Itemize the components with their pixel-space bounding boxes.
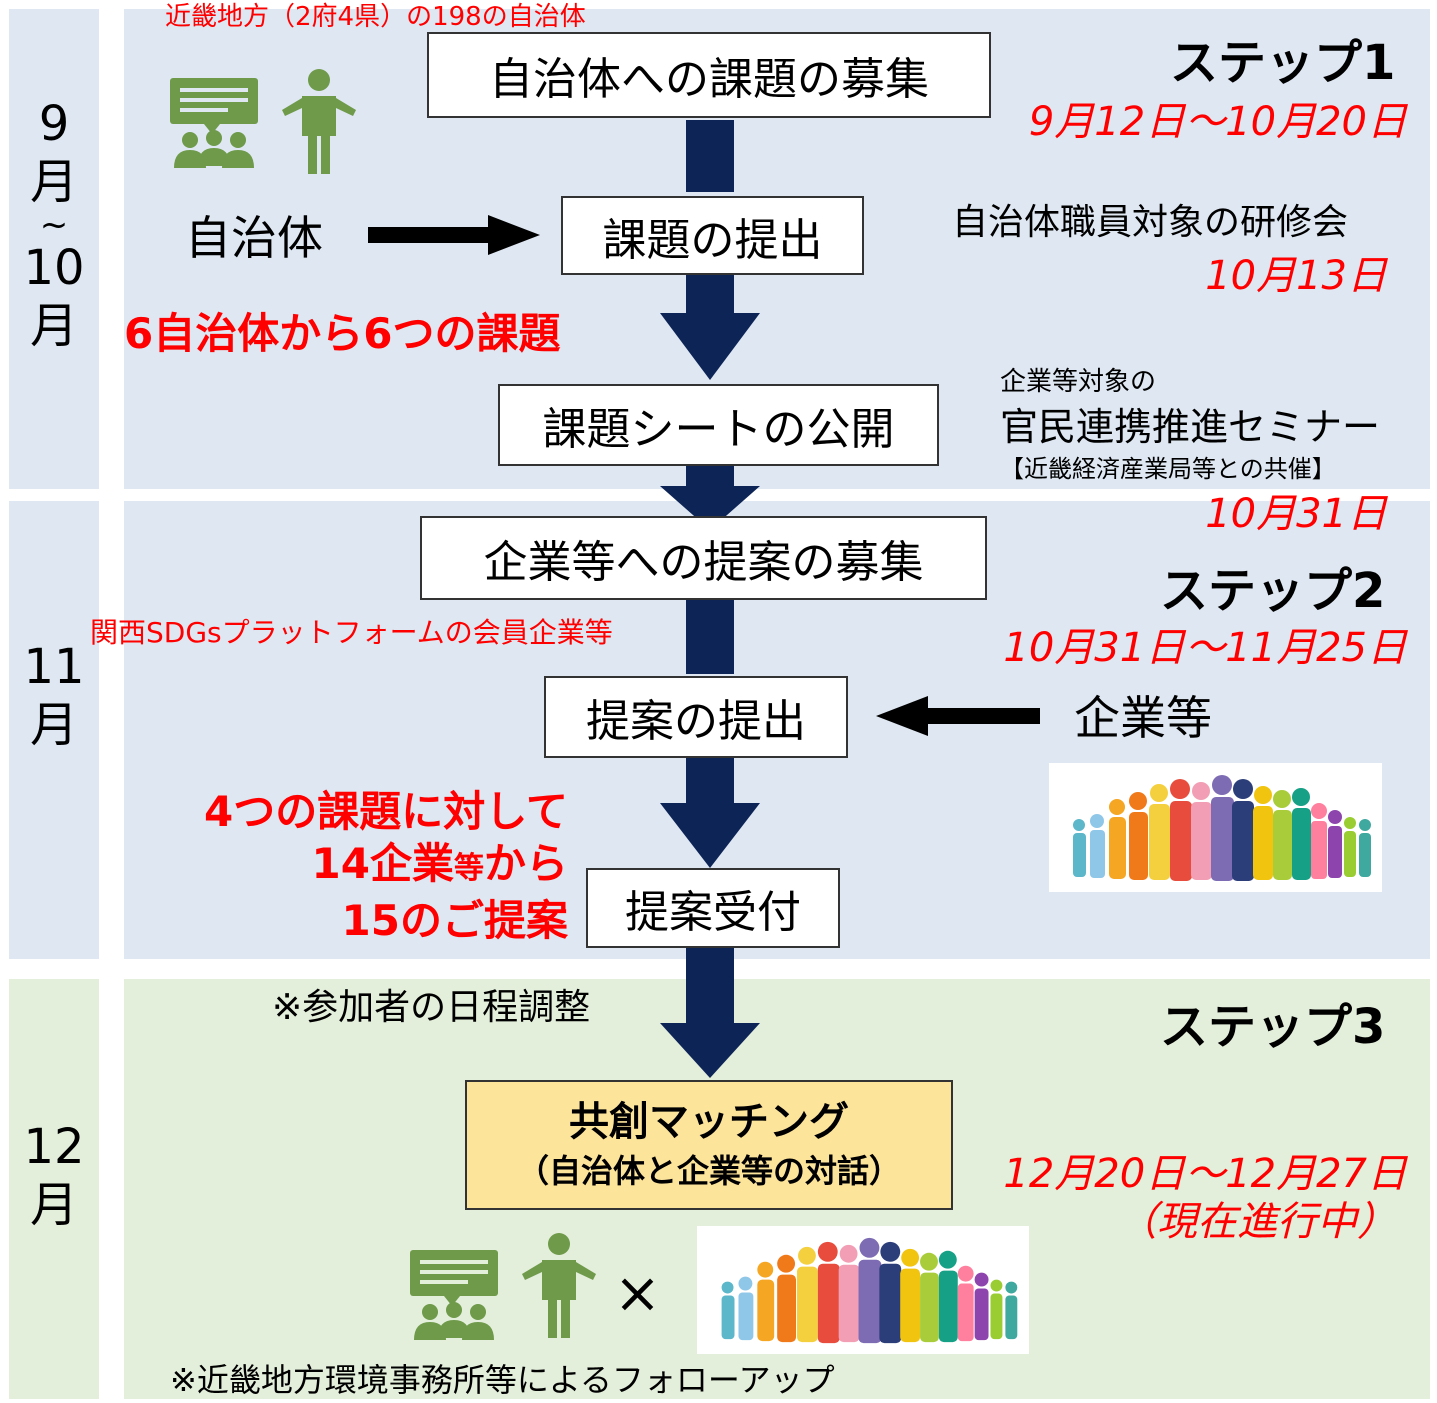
meeting-group-icon bbox=[170, 78, 258, 168]
month-text: 月 bbox=[29, 154, 78, 210]
arrow-left-shaft bbox=[928, 708, 1040, 724]
meeting-group-icon bbox=[410, 1250, 498, 1340]
month-text: 9 bbox=[38, 96, 70, 152]
arrow-left-head bbox=[876, 696, 928, 736]
result-issues-count: 6自治体から6つの課題 bbox=[124, 309, 561, 358]
step2-title: ステップ2 bbox=[1160, 563, 1386, 619]
matching-title: 共創マッチング bbox=[569, 1099, 849, 1145]
month-text: 月 bbox=[29, 298, 78, 354]
step3-title: ステップ3 bbox=[1160, 999, 1386, 1055]
month-label-nov: 11 月 bbox=[9, 638, 99, 754]
month-text: ~ bbox=[39, 205, 69, 245]
companies-label: 企業等 bbox=[1074, 691, 1212, 745]
flow-arrow-shaft-6 bbox=[686, 948, 734, 1023]
flow-arrow-shaft-4 bbox=[686, 600, 734, 674]
result-proposals-line3: 15のご提案 bbox=[341, 896, 568, 945]
arrow-right-shaft bbox=[368, 227, 488, 243]
flow-box-label: 課題シートの公開 bbox=[542, 404, 895, 455]
flow-box-issue-sheet-publication: 課題シートの公開 bbox=[498, 384, 939, 466]
flow-box-co-creation-matching: 共創マッチング （自治体と企業等の対話） bbox=[465, 1080, 953, 1210]
result-text: から bbox=[483, 839, 568, 888]
crowd-silhouettes-icon bbox=[1073, 775, 1371, 881]
flow-arrow-head-3 bbox=[660, 486, 760, 530]
month-column-dec bbox=[9, 979, 99, 1399]
matching-subtitle: （自治体と企業等の対話） bbox=[516, 1152, 901, 1190]
person-explaining-icon bbox=[522, 1233, 596, 1338]
flow-arrow-head-6 bbox=[660, 1023, 760, 1078]
flow-arrow-head-5 bbox=[660, 803, 760, 868]
target-companies-label: 関西SDGsプラットフォームの会員企業等 bbox=[90, 616, 613, 649]
result-text-small: 等 bbox=[453, 851, 484, 886]
followup-note: ※近畿地方環境事務所等によるフォローアップ bbox=[170, 1361, 835, 1399]
schedule-note: ※参加者の日程調整 bbox=[272, 987, 591, 1028]
step3-dates: 12月20日～12月27日 bbox=[1003, 1151, 1407, 1197]
colorful-people-silhouettes bbox=[1049, 763, 1382, 892]
seminar-cohost-note: 【近畿経済産業局等との共催】 bbox=[1000, 455, 1336, 483]
colorful-people-silhouettes bbox=[697, 1226, 1029, 1354]
target-municipalities-label: 近畿地方（2府4県）の198の自治体 bbox=[165, 2, 586, 32]
month-label-sep-oct: 9 月 ~ 10 月 bbox=[9, 95, 99, 355]
step2-dates: 10月31日～11月25日 bbox=[1003, 625, 1407, 671]
result-proposals-line1: 4つの課題に対して bbox=[204, 787, 568, 836]
arrow-right-head bbox=[488, 215, 540, 255]
seminar-date: 10月31日 bbox=[1205, 491, 1387, 537]
seminar-target-label: 企業等対象の bbox=[1000, 367, 1157, 397]
flow-box-label: 企業等への提案の募集 bbox=[483, 537, 924, 588]
result-text: 14企業 bbox=[311, 839, 454, 888]
month-column-nov bbox=[9, 501, 99, 959]
times-symbol: × bbox=[614, 1261, 661, 1326]
step3-status: （現在進行中） bbox=[1117, 1199, 1397, 1245]
flow-box-label: 自治体への課題の募集 bbox=[489, 54, 929, 105]
crowd-silhouettes-icon bbox=[721, 1237, 1018, 1344]
flow-box-call-for-proposals: 企業等への提案の募集 bbox=[420, 516, 987, 600]
person-explaining-icon bbox=[282, 69, 356, 174]
flow-arrow-shaft-1 bbox=[686, 120, 734, 192]
flow-arrow-shaft-3 bbox=[686, 466, 734, 486]
month-text: 11 bbox=[23, 639, 85, 695]
flow-box-label: 課題の提出 bbox=[602, 214, 823, 266]
flow-box-call-for-issues: 自治体への課題の募集 bbox=[427, 32, 991, 118]
month-text: 10 bbox=[23, 240, 85, 296]
flow-arrow-shaft-2 bbox=[686, 275, 734, 313]
training-label: 自治体職員対象の研修会 bbox=[952, 202, 1349, 243]
result-proposals-line2: 14企業等から bbox=[120, 838, 568, 895]
result-proposals: 4つの課題に対して 14企業等から 15のご提案 bbox=[120, 786, 568, 947]
flow-box-proposal-submission: 提案の提出 bbox=[544, 676, 848, 758]
month-text: 月 bbox=[29, 697, 78, 753]
flow-box-label: 提案受付 bbox=[625, 887, 801, 938]
municipality-label: 自治体 bbox=[185, 211, 323, 265]
flow-arrow-shaft-5 bbox=[686, 758, 734, 803]
step1-title: ステップ1 bbox=[1170, 35, 1396, 91]
month-text: 12 bbox=[23, 1119, 85, 1175]
flow-box-proposal-reception: 提案受付 bbox=[586, 868, 840, 948]
step1-dates: 9月12日～10月20日 bbox=[1028, 99, 1407, 145]
flow-box-issue-submission: 課題の提出 bbox=[561, 196, 864, 275]
flow-box-label: 提案の提出 bbox=[586, 696, 806, 747]
month-text: 月 bbox=[29, 1177, 78, 1233]
month-column-sep-oct bbox=[9, 9, 99, 489]
month-label-dec: 12 月 bbox=[9, 1118, 99, 1234]
seminar-title: 官民連携推進セミナー bbox=[1000, 405, 1381, 449]
flow-arrow-head-2 bbox=[660, 313, 760, 380]
training-date: 10月13日 bbox=[1205, 253, 1387, 299]
